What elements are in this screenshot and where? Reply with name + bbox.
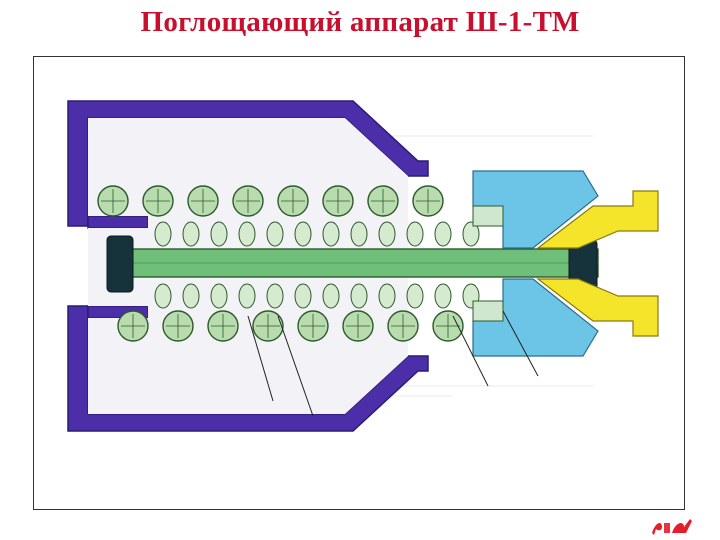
inner-spring	[154, 221, 480, 309]
leader-lines	[247, 310, 539, 417]
coil-hatching	[101, 189, 460, 338]
absorber-diagram	[67, 100, 659, 432]
left-nut	[106, 235, 134, 293]
pressure-plate	[472, 205, 504, 322]
rzd-logo	[652, 519, 692, 535]
slide-title: Поглощающий аппарат Ш-1-ТМ	[140, 6, 580, 38]
friction-wedges	[536, 190, 659, 337]
central-rod	[127, 248, 599, 278]
